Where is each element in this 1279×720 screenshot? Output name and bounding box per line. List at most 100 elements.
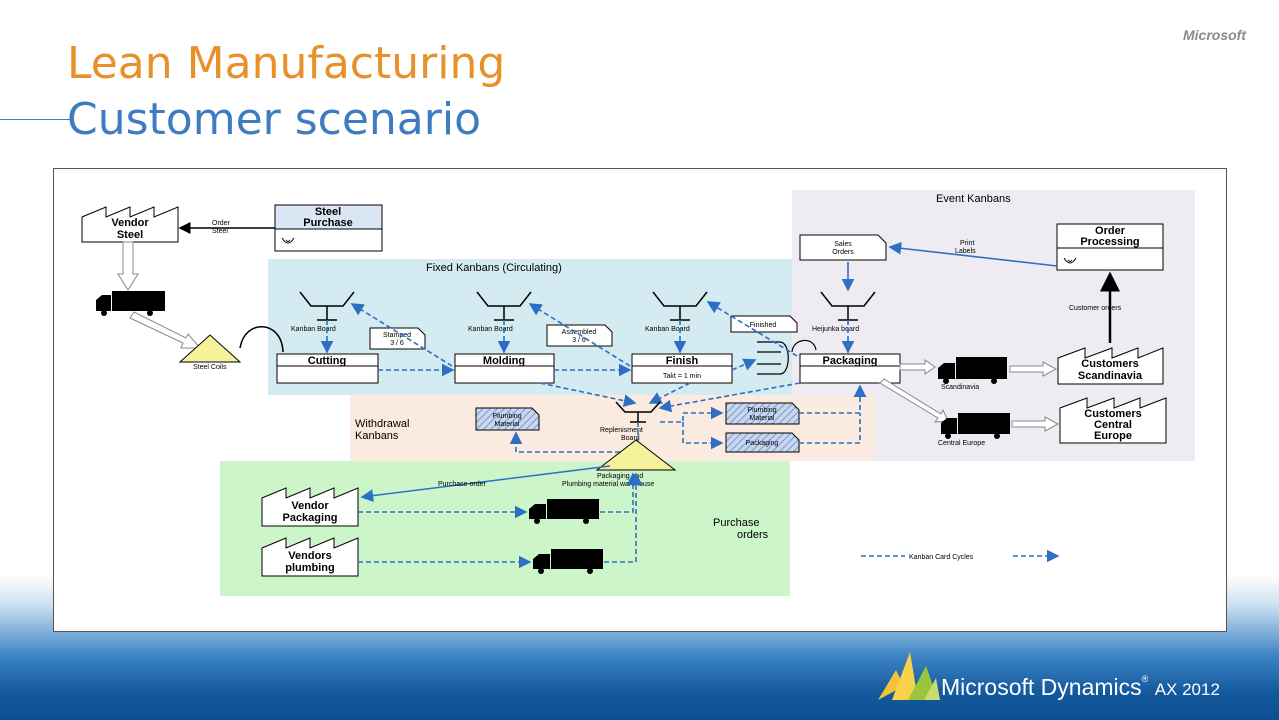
process-finish: Finish Takt = 1 min	[631, 353, 733, 384]
purchase-orders-label-line1: Purchase	[713, 517, 759, 529]
load-leveling-icon	[757, 341, 789, 375]
plumbing-material-left-line2: Material	[495, 421, 520, 428]
process-packaging-label: Packaging	[822, 355, 877, 367]
card-assembled-line1: Assembled	[562, 329, 597, 336]
scandinavia-label: Scandinavia	[941, 384, 979, 391]
card-finished: Finished	[730, 315, 798, 333]
title-rule	[0, 119, 72, 120]
withdrawal-kanbans-label-line2: Kanbans	[355, 430, 399, 442]
dynamics-logo-mark	[878, 652, 940, 700]
vendor-steel-line2: Steel	[117, 229, 143, 241]
card-sales-orders: Sales Orders	[799, 234, 887, 261]
plumbing-material-right-line2: Material	[750, 415, 775, 422]
card-packaging-label: Packaging	[746, 440, 779, 447]
customers-central-europe-line2: Central	[1094, 419, 1132, 431]
replenishment-board-line2: Board	[621, 435, 640, 442]
operator-icon	[281, 237, 295, 244]
product-version: AX 2012	[1154, 680, 1220, 699]
order-steel-label-line1: Order	[212, 220, 231, 227]
steel-purchase-line1: Steel	[315, 206, 341, 218]
flow-finish-packaging	[731, 358, 757, 371]
steel-coils-label: Steel Coils	[193, 364, 227, 371]
slide-subtitle: Customer scenario	[67, 94, 481, 145]
customers-scandinavia-factory: Customers Scandinavia	[1057, 347, 1164, 385]
vendor-packaging-line2: Packaging	[282, 512, 337, 524]
purchase-orders-label-line2: orders	[737, 529, 769, 541]
flow-replenishment-packaging	[682, 422, 724, 450]
vendor-packaging-line1: Vendor	[291, 500, 329, 512]
steel-purchase-box: Steel Purchase	[274, 204, 383, 252]
vendors-plumbing-line1: Vendors	[288, 550, 331, 562]
customers-central-europe-line1: Customers	[1084, 408, 1141, 420]
card-finished-label: Finished	[750, 322, 777, 329]
ship-arrow-packaging-scandinavia	[899, 359, 936, 375]
kanban-board-finish-label: Kanban Board	[645, 326, 690, 333]
vendors-plumbing-line2: plumbing	[285, 562, 335, 574]
warehouse-label-line1: Packaging and	[597, 473, 643, 480]
operator-icon	[1063, 257, 1077, 264]
steel-purchase-line2: Purchase	[303, 217, 353, 229]
flow-packaging-card-up	[799, 413, 861, 444]
microsoft-logo: Microsoft	[1183, 27, 1246, 43]
card-stamped-line2: 3 / 6	[390, 340, 404, 347]
ship-arrow-central-europe	[1011, 416, 1060, 432]
process-finish-label: Finish	[666, 355, 699, 367]
vendor-steel-line1: Vendor	[111, 217, 149, 229]
shipment-arrow-down	[117, 241, 139, 291]
event-kanbans-label: Event Kanbans	[936, 193, 1011, 205]
order-processing-line1: Order	[1095, 225, 1126, 237]
replenishment-board-line1: Replenisment	[600, 427, 643, 434]
heijunka-board-label: Heijunka board	[812, 326, 859, 333]
sales-orders-line1: Sales	[834, 241, 852, 248]
packaging-loop-arrow	[791, 339, 817, 353]
order-processing-line2: Processing	[1080, 236, 1139, 248]
ship-arrow-packaging-central-europe	[879, 378, 949, 423]
truck-scandinavia-icon	[938, 357, 1007, 384]
print-labels-line2: Labels	[955, 248, 976, 255]
flow-finish-molding-board	[528, 303, 631, 367]
product-reg: ®	[1141, 674, 1149, 684]
order-processing-box: Order Processing	[1056, 223, 1164, 271]
card-stamped: Stamped 3 / 6	[369, 327, 426, 350]
customers-scandinavia-line1: Customers	[1081, 358, 1138, 370]
slide-title: Lean Manufacturing	[67, 38, 506, 89]
process-cutting-label: Cutting	[308, 355, 346, 367]
kanban-board-cutting-label: Kanban Board	[291, 326, 336, 333]
withdrawal-kanbans-label-line1: Withdrawal	[355, 418, 409, 430]
ship-arrow-scandinavia	[1009, 361, 1058, 377]
flow-replenishment-plumbing-left	[509, 422, 639, 453]
kanban-board-molding-label: Kanban Board	[468, 326, 513, 333]
plumbing-material-left-line1: Plumbing	[492, 413, 521, 420]
print-labels-line1: Print	[960, 240, 974, 247]
flow-truck-packaging-warehouse	[600, 472, 640, 513]
process-finish-takt: Takt = 1 min	[663, 373, 701, 380]
sales-orders-line2: Orders	[832, 249, 854, 256]
shipment-arrow-coils	[129, 311, 202, 349]
fixed-kanbans-label: Fixed Kanbans (Circulating)	[426, 262, 562, 274]
truck-packaging-icon	[529, 499, 599, 524]
process-molding: Molding	[454, 353, 555, 384]
warehouse-label-line2: Plumbing material warehouse	[562, 481, 654, 488]
plumbing-material-right-line1: Plumbing	[747, 407, 776, 414]
vendor-packaging-factory: Vendor Packaging	[261, 487, 359, 527]
print-labels-arrow	[888, 241, 1058, 267]
flow-molding-cutting-board	[350, 303, 453, 367]
flow-molding-replenishment	[539, 382, 637, 407]
card-plumbing-material-left: Plumbing Material	[475, 407, 540, 431]
product-name: Microsoft Dynamics	[941, 674, 1142, 700]
warehouse-inventory-icon	[595, 439, 677, 471]
dynamics-logo-text: Microsoft Dynamics® AX 2012	[941, 674, 1220, 701]
customers-scandinavia-line2: Scandinavia	[1078, 370, 1143, 382]
cutting-loop-arrow	[239, 326, 284, 353]
card-stamped-line1: Stamped	[383, 332, 411, 339]
steel-coils-inventory-icon	[178, 334, 242, 363]
card-assembled-line2: 3 / 6	[572, 337, 586, 344]
order-steel-label-line2: Steel	[212, 228, 228, 235]
truck-steel-icon	[96, 291, 165, 316]
card-packaging: Packaging	[725, 432, 800, 453]
truck-plumbing-icon	[533, 549, 603, 574]
flow-truck-plumbing-warehouse	[604, 472, 643, 563]
purchase-order-label: Purchase order	[438, 481, 487, 488]
truck-central-europe-icon	[941, 413, 1010, 439]
